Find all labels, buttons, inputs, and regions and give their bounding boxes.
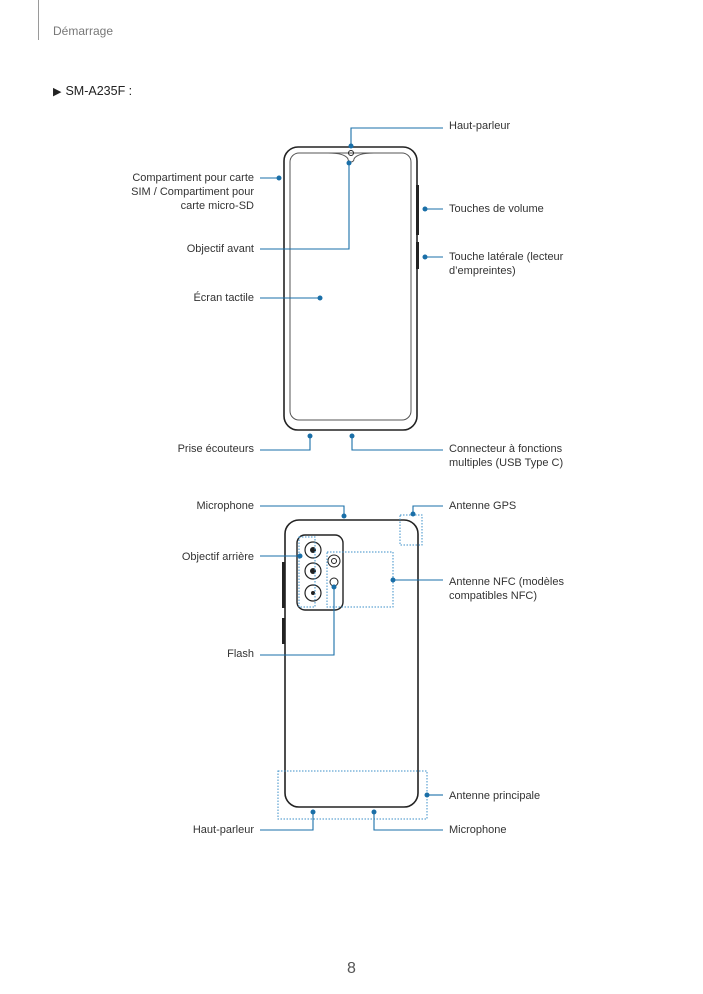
rear-camera-lens-4-icon: [327, 554, 341, 568]
front-callouts: [260, 127, 443, 451]
notch: [327, 152, 375, 163]
label-flash: Flash: [227, 648, 254, 660]
front-screen-outline: [289, 152, 412, 421]
callout-mic-bottom-line: [373, 812, 443, 831]
label-usb-connector: Connecteur à fonctions multiples (USB Ty…: [449, 443, 564, 469]
triangle-marker-icon: ▶: [53, 85, 62, 98]
header-rule: [38, 0, 39, 40]
label-speaker-back: Haut-parleur: [192, 824, 254, 836]
rear-camera-lens-1-icon: [304, 541, 322, 559]
label-front-camera: Objectif avant: [186, 243, 254, 255]
front-camera-icon: [348, 150, 354, 156]
back-body-outline: [284, 519, 419, 808]
label-side-key: Touche latérale (lecteur d’empreintes): [449, 251, 564, 277]
callout-gps-line: [412, 505, 443, 514]
label-microphone-bottom: Microphone: [449, 824, 507, 836]
callout-usb-line: [351, 437, 443, 451]
callout-jack-line: [260, 437, 311, 451]
label-touchscreen: Écran tactile: [193, 292, 254, 304]
rear-camera-lens-3-icon: [304, 584, 322, 602]
front-callout-dots: [276, 143, 428, 439]
label-main-antenna: Antenne principale: [449, 790, 541, 802]
label-gps-antenna: Antenne GPS: [449, 500, 517, 512]
side-key-shape: [416, 242, 419, 269]
back-callout-dots: [297, 511, 430, 815]
back-callouts: [260, 505, 443, 831]
back-side-key-shape: [282, 618, 285, 644]
callout-flash-line: [260, 587, 335, 656]
page-number: 8: [347, 960, 356, 977]
camera-area-outline: [298, 536, 316, 608]
callout-mic-top-line: [260, 505, 345, 516]
section-title: Démarrage: [53, 24, 114, 38]
volume-keys-shape: [416, 185, 419, 235]
gps-antenna-area: [399, 514, 423, 546]
label-speaker-front: Haut-parleur: [449, 120, 511, 132]
label-rear-camera: Objectif arrière: [181, 551, 254, 563]
label-earphone-jack: Prise écouteurs: [177, 443, 254, 455]
callout-speaker-back-line: [260, 812, 314, 831]
camera-module: [296, 534, 344, 611]
model-name: SM-A235F :: [65, 84, 133, 98]
rear-camera-lens-2-icon: [304, 562, 322, 580]
front-body-outline: [283, 146, 418, 431]
callout-speaker-line: [350, 127, 443, 146]
model-heading: ▶ SM-A235F :: [53, 84, 132, 98]
label-nfc-antenna: Antenne NFC (modèles compatibles NFC): [449, 576, 564, 602]
label-volume-keys: Touches de volume: [449, 203, 544, 215]
label-microphone-top: Microphone: [196, 500, 254, 512]
main-antenna-area: [277, 770, 428, 820]
front-view: [283, 146, 419, 431]
callout-front-camera-line: [260, 165, 350, 250]
back-view: [277, 514, 428, 820]
label-sim-tray: Compartiment pour carte SIM / Compartime…: [131, 172, 254, 212]
back-volume-shape: [282, 562, 285, 608]
